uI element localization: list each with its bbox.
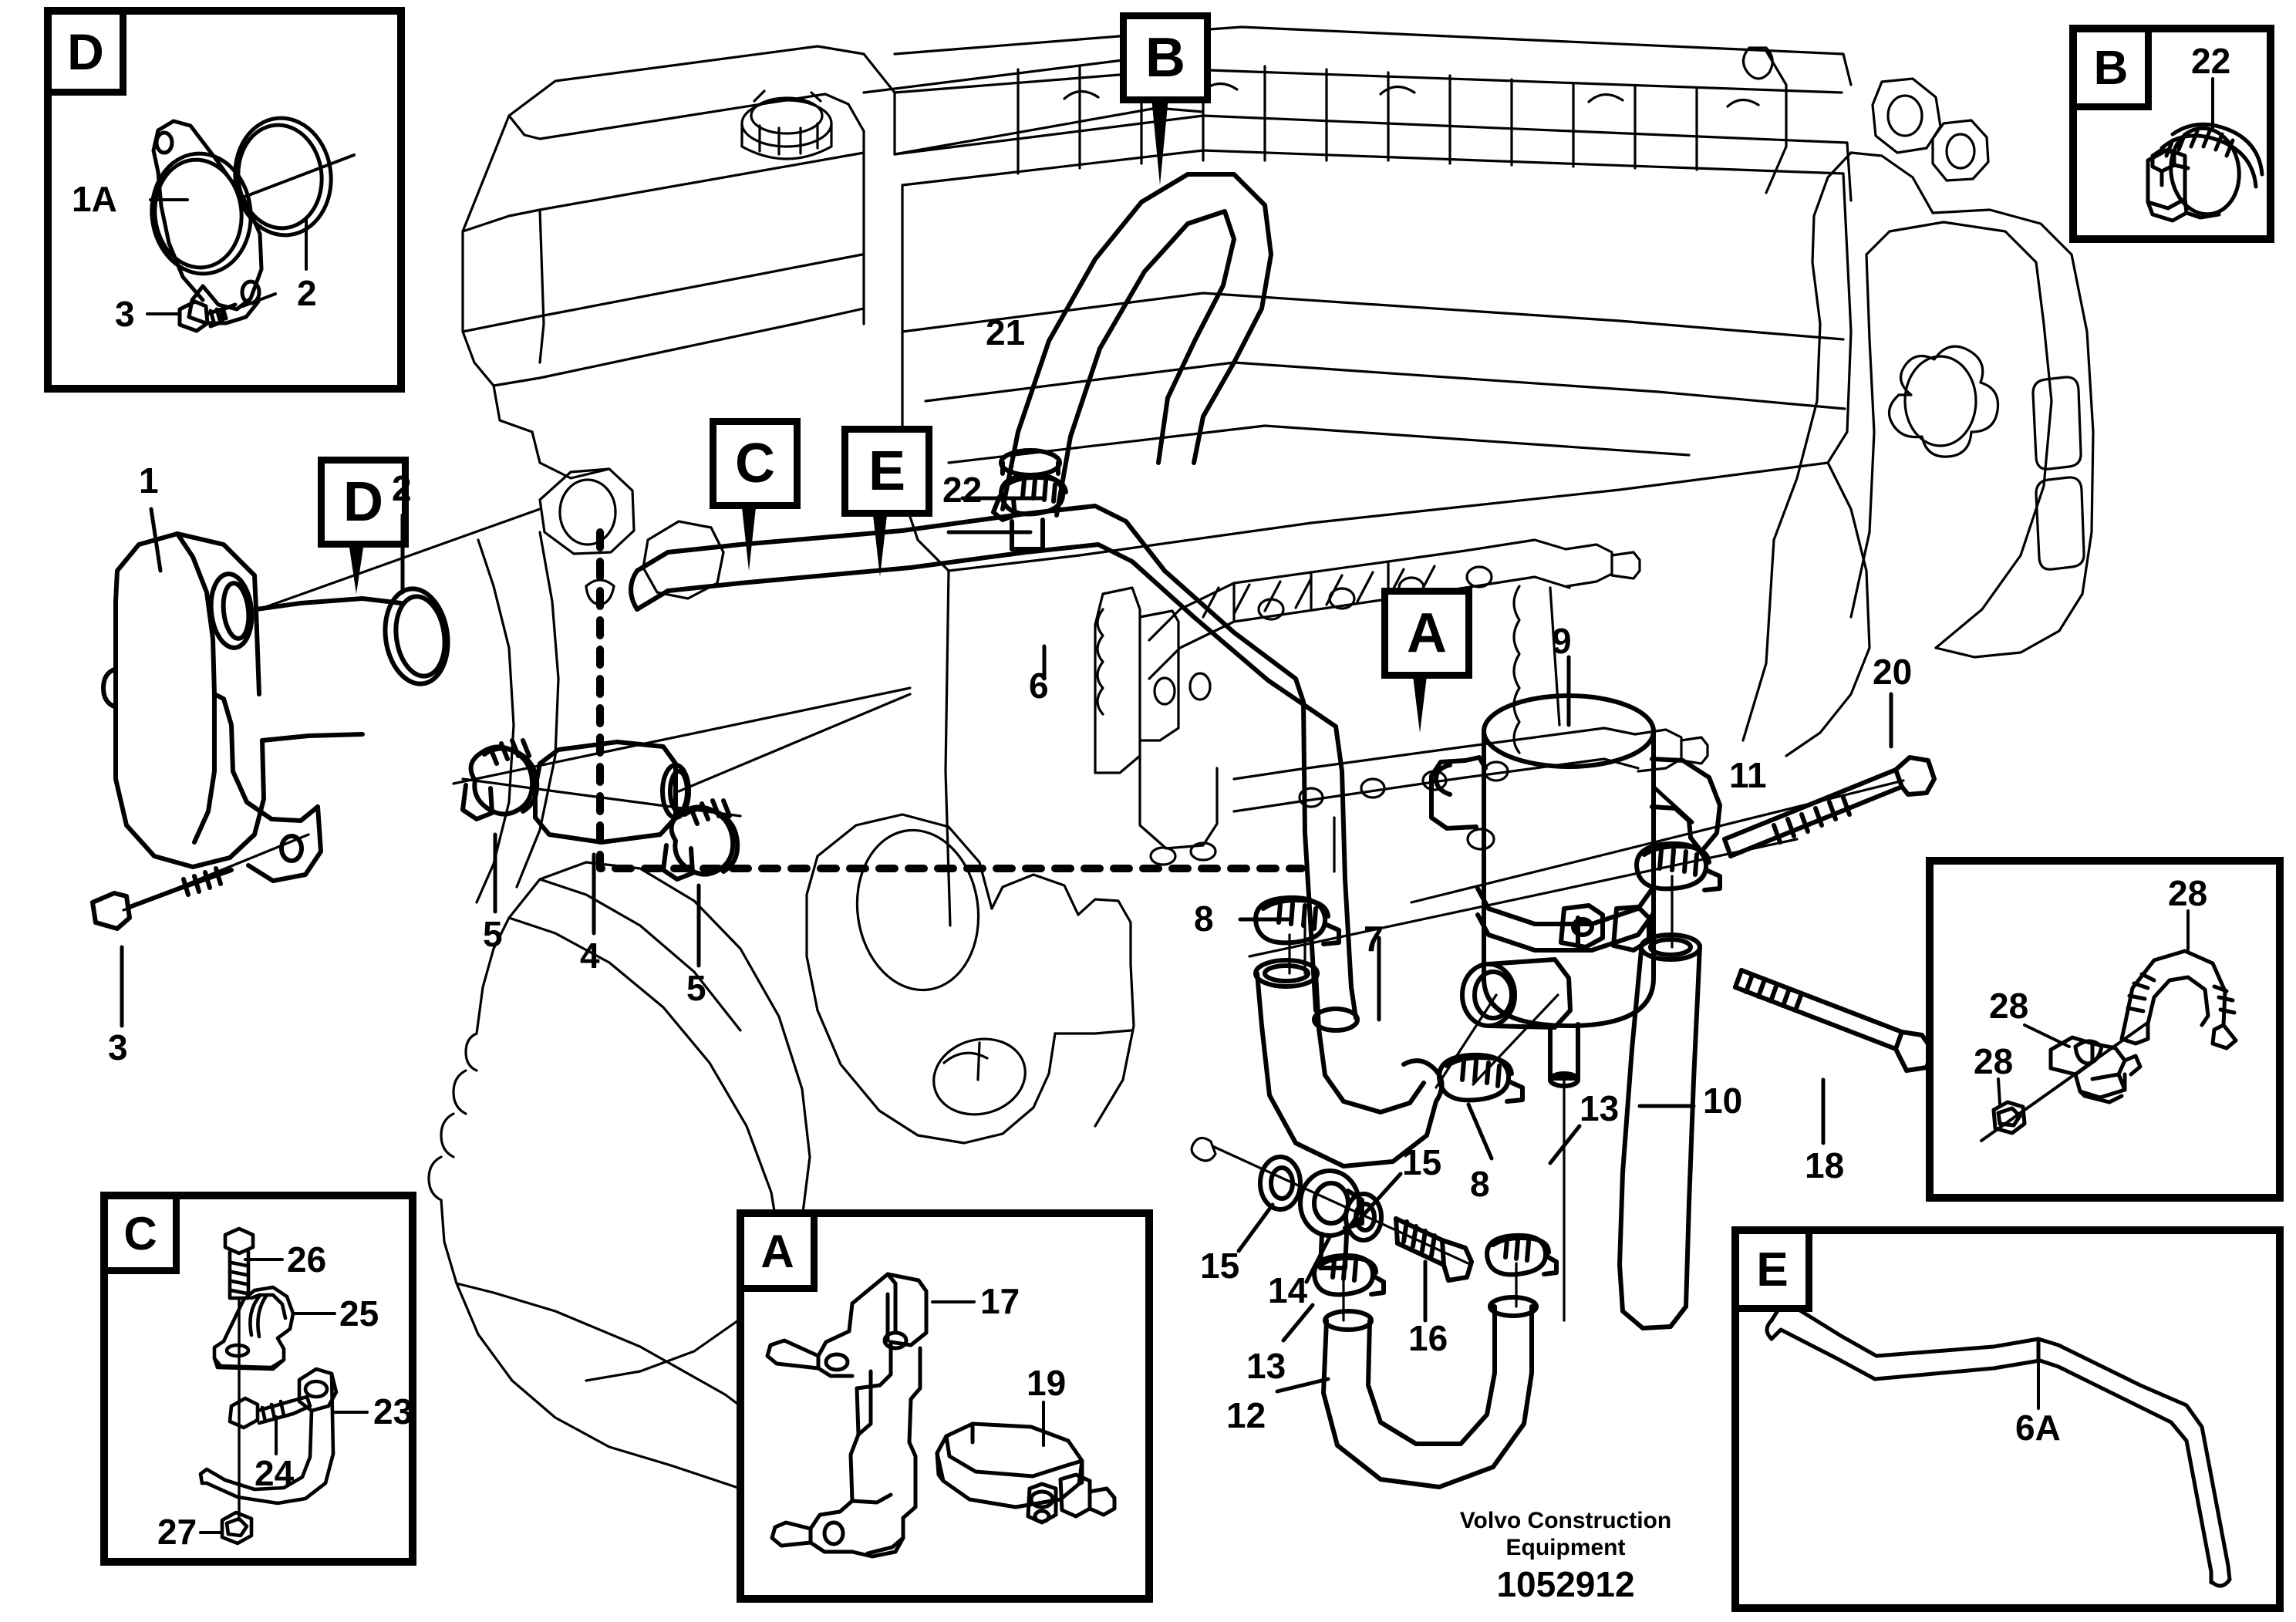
section-marker-D: D — [318, 457, 409, 548]
detail-C-callout-25: 25 — [339, 1293, 379, 1334]
detail-D-art — [146, 116, 356, 333]
detail-box-D: D — [44, 7, 405, 393]
main-callout-15-outer: 15 — [1200, 1246, 1240, 1286]
section-marker-C: C — [710, 418, 801, 509]
detail-B-art — [2146, 77, 2264, 223]
detail-C-callout-27: 27 — [157, 1512, 197, 1552]
detail-box-C-letter: C — [123, 1207, 157, 1259]
detail-box-C: C — [100, 1192, 416, 1566]
main-callout-18: 18 — [1805, 1145, 1845, 1185]
footer-company-line1: Volvo Construction — [1459, 1508, 1672, 1533]
main-callout-1: 1 — [139, 460, 159, 501]
detail-box-A-tag: A — [737, 1210, 818, 1292]
footer-credit: Volvo Construction Equipment 1052912 — [1411, 1508, 1720, 1605]
detail-28-callout-b: 28 — [1989, 986, 2029, 1026]
main-callout-15-inner: 15 — [1402, 1142, 1442, 1182]
detail-box-28: 28 28 28 — [1926, 857, 2284, 1202]
detail-box-B-tag: B — [2070, 25, 2152, 110]
main-callout-8-lower: 8 — [1470, 1164, 1490, 1204]
detail-E-art — [1765, 1306, 2232, 1588]
main-callout-9: 9 — [1552, 621, 1572, 661]
detail-C-callout-24: 24 — [255, 1453, 295, 1493]
detail-box-E-letter: E — [1756, 1243, 1789, 1297]
detail-D-callout-3: 3 — [115, 294, 135, 334]
main-callout-2: 2 — [392, 468, 412, 508]
detail-box-C-tag: C — [101, 1192, 180, 1274]
main-callout-7: 7 — [1364, 919, 1384, 959]
main-callout-8-upper: 8 — [1194, 899, 1214, 939]
section-marker-A: A — [1381, 588, 1472, 679]
detail-box-D-letter: D — [67, 23, 104, 80]
detail-C-callout-26: 26 — [287, 1239, 327, 1280]
main-callout-3-left: 3 — [108, 1027, 128, 1067]
main-callout-21: 21 — [986, 312, 1026, 352]
main-callout-14: 14 — [1268, 1270, 1308, 1310]
detail-E-callout-6A: 6A — [2015, 1408, 2061, 1448]
main-callout-6: 6 — [1029, 666, 1049, 706]
section-marker-B: B — [1120, 12, 1211, 103]
footer-company-line2: Equipment — [1505, 1534, 1626, 1560]
detail-C-art — [198, 1226, 369, 1546]
detail-A-callout-17: 17 — [980, 1281, 1020, 1321]
main-callout-13-lower: 13 — [1246, 1346, 1286, 1386]
main-callout-5-lower: 5 — [686, 968, 706, 1008]
detail-D-callout-2: 2 — [297, 273, 317, 313]
detail-B-callout-22: 22 — [2191, 41, 2231, 81]
detail-box-A-letter: A — [760, 1225, 794, 1277]
main-callout-4: 4 — [580, 936, 600, 976]
detail-box-E-tag: E — [1732, 1227, 1812, 1312]
detail-D-callout-1A: 1A — [72, 179, 117, 219]
detail-28-art — [1980, 909, 2238, 1142]
detail-box-A: A — [737, 1209, 1153, 1603]
main-callout-16: 16 — [1408, 1318, 1448, 1358]
section-marker-E: E — [841, 426, 932, 517]
detail-box-E: E 6A — [1731, 1226, 2284, 1612]
main-callout-20: 20 — [1873, 652, 1913, 692]
main-callout-11: 11 — [1729, 755, 1767, 795]
detail-box-D-tag: D — [45, 8, 126, 96]
main-callout-22-main: 22 — [942, 470, 983, 510]
main-callout-5-upper: 5 — [483, 914, 503, 954]
main-callout-13-upper: 13 — [1580, 1088, 1620, 1128]
footer-part-number: 1052912 — [1496, 1564, 1635, 1604]
detail-28-callout-c: 28 — [1974, 1041, 2014, 1081]
detail-A-callout-19: 19 — [1027, 1363, 1067, 1403]
detail-box-B-letter: B — [2093, 41, 2129, 95]
detail-C-callout-23: 23 — [373, 1391, 413, 1431]
detail-28-callout-a: 28 — [2168, 873, 2208, 913]
detail-box-B: B 22 — [2069, 25, 2274, 243]
detail-A-art — [765, 1272, 1117, 1559]
main-callout-10: 10 — [1703, 1081, 1743, 1121]
main-callout-12: 12 — [1226, 1395, 1266, 1435]
